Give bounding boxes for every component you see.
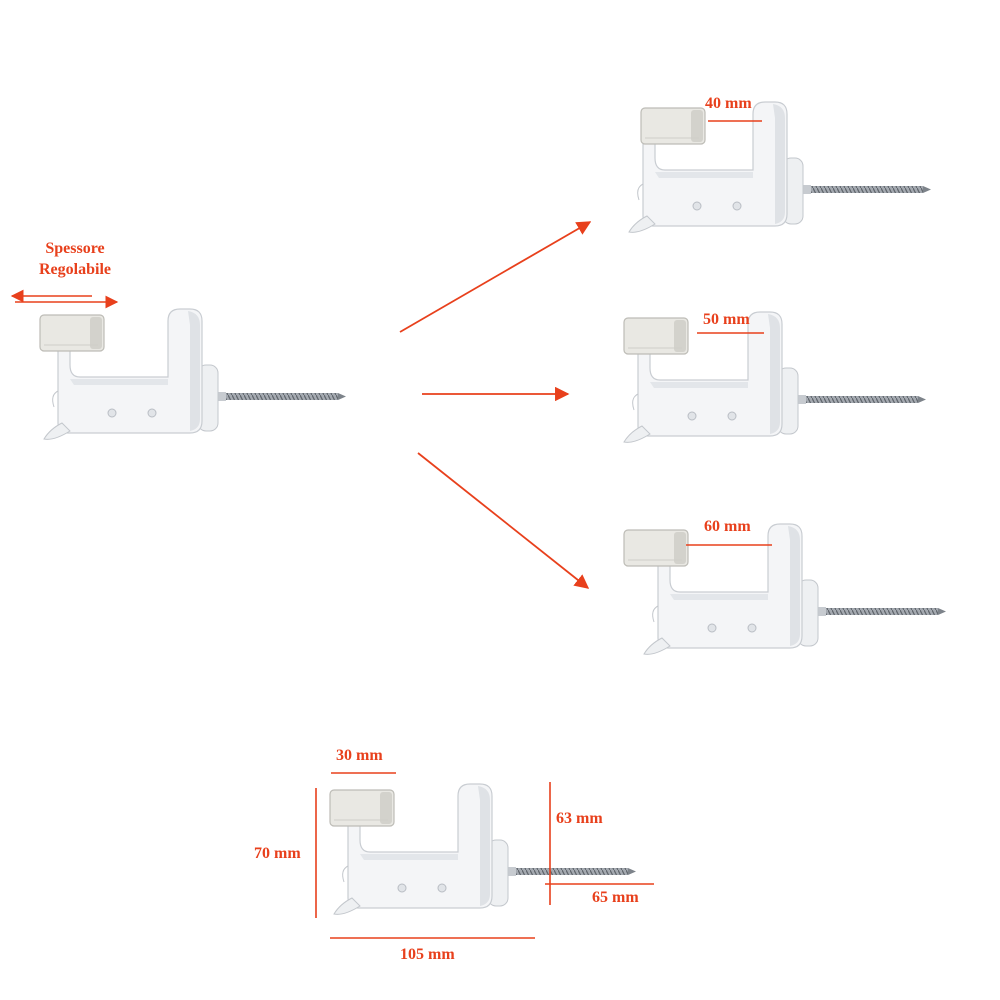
adjustable-thickness-label: Spessore Regolabile [22, 238, 128, 280]
dim-inner-height-label: 63 mm [556, 810, 603, 827]
dim-screw-label: 65 mm [592, 889, 639, 906]
adjustable-label-line2: Regolabile [39, 261, 111, 278]
dim-length-label: 105 mm [400, 946, 455, 963]
variant-60-label: 60 mm [704, 518, 751, 535]
bracket-variant-50mm [623, 311, 927, 443]
adjustable-label-line1: Spessore [45, 240, 105, 257]
arrow-to-60mm [417, 452, 590, 589]
arrow-to-40mm [399, 221, 592, 333]
dim-height-label: 70 mm [254, 845, 301, 862]
variant-50-label: 50 mm [703, 311, 750, 328]
bracket-main [39, 308, 347, 440]
bracket-variant-40mm [628, 101, 932, 233]
dim-top-label: 30 mm [336, 747, 383, 764]
bracket-dimensioned [329, 783, 637, 915]
variant-40-label: 40 mm [705, 95, 752, 112]
bracket-variant-60mm [623, 523, 947, 655]
